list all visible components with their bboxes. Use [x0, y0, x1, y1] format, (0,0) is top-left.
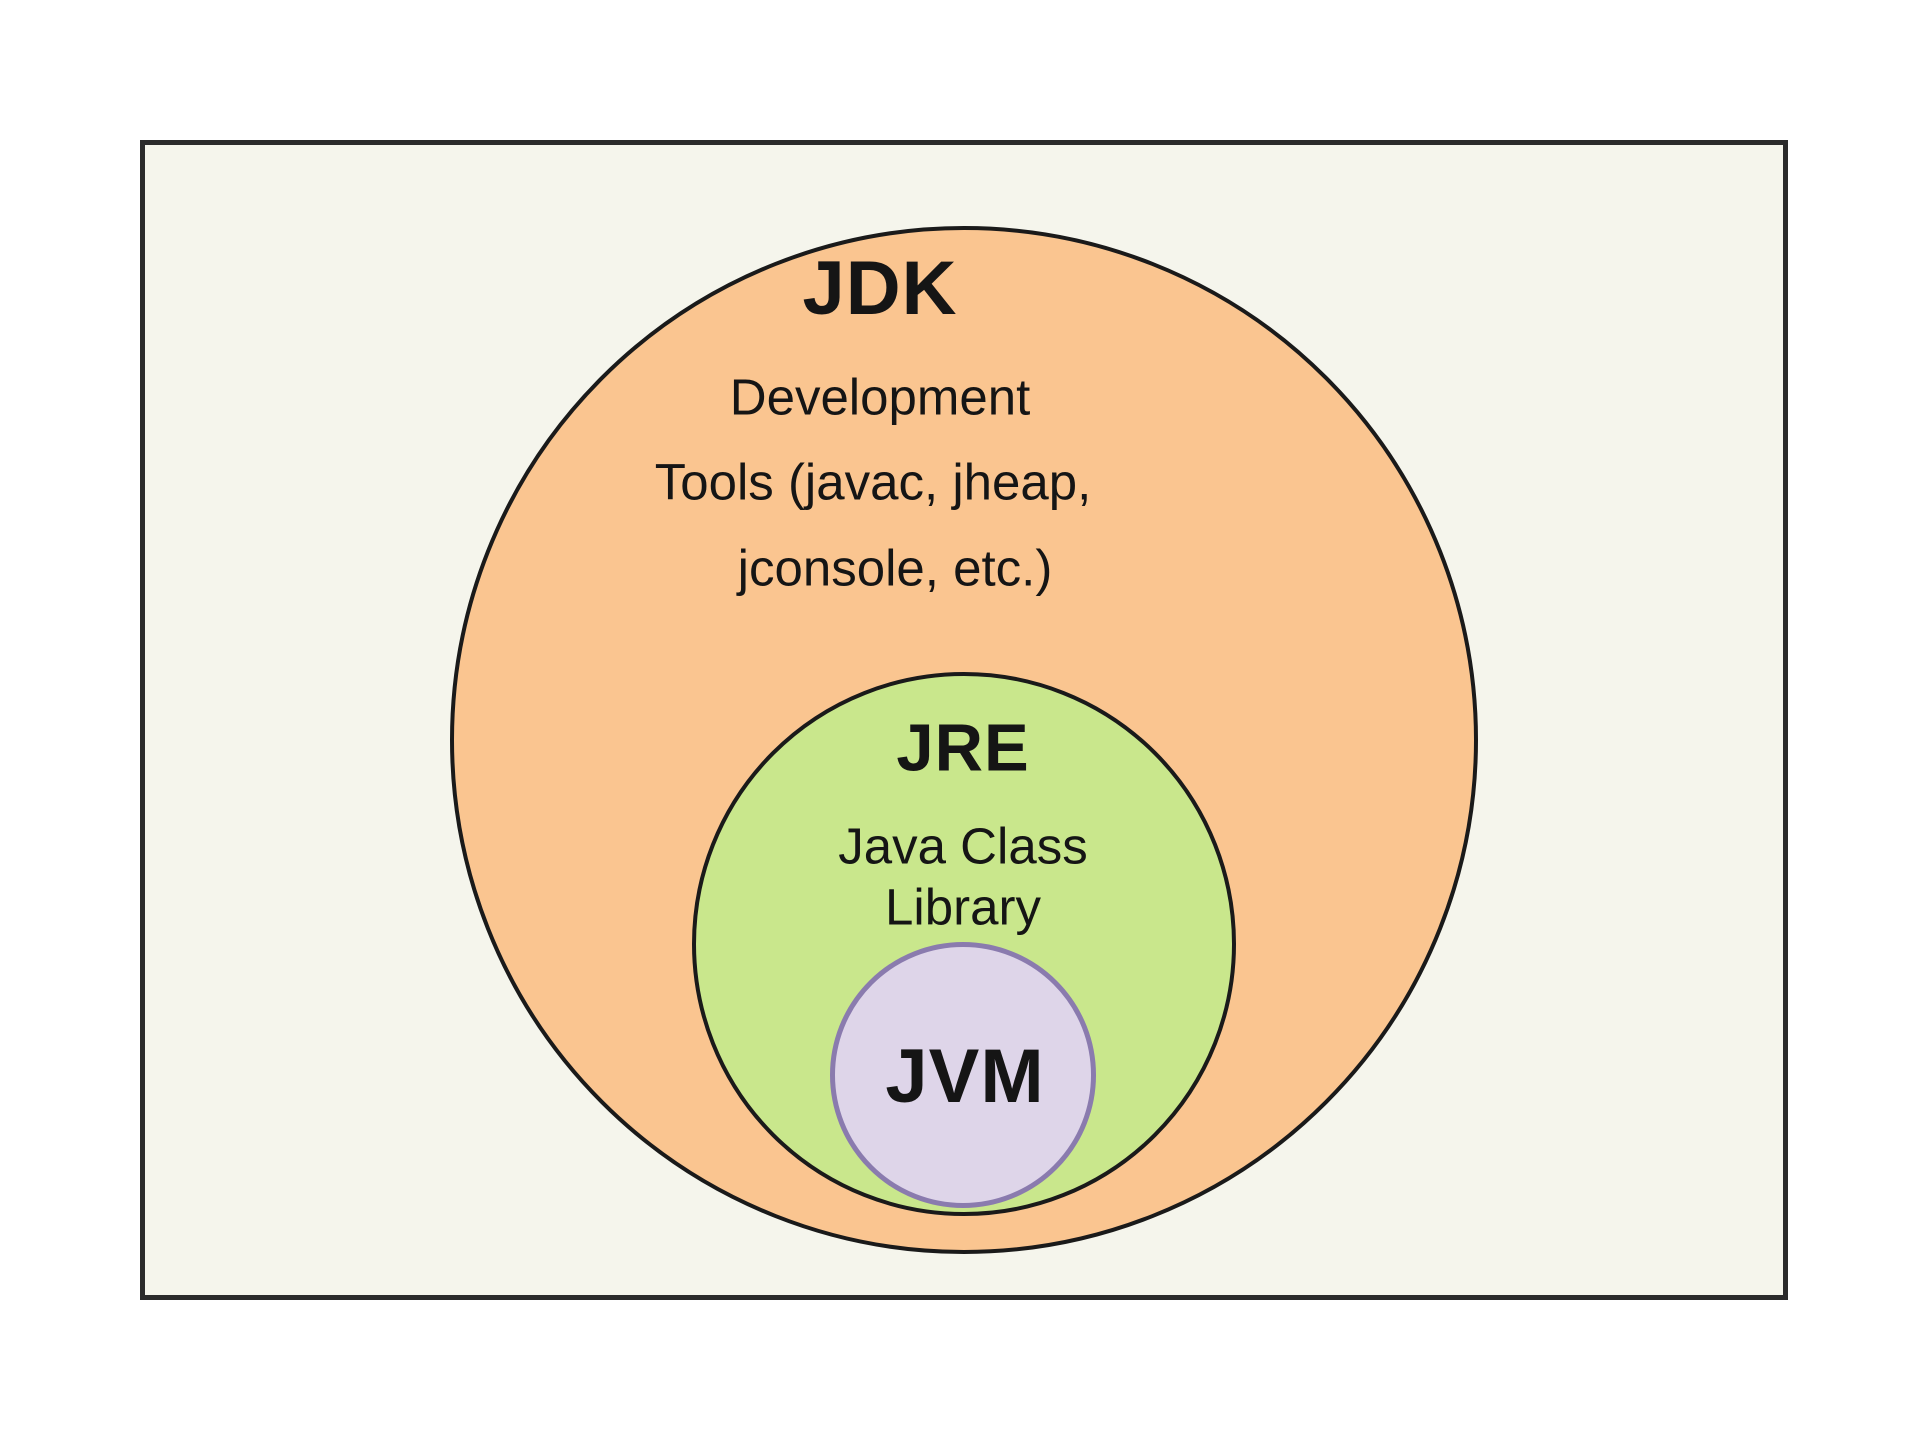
jvm-circle: [830, 942, 1096, 1208]
jdk-description-line: Tools (javac, jheap,: [654, 453, 1092, 511]
jdk-description-line: Development: [729, 368, 1031, 426]
jdk-label: JDK: [802, 246, 958, 331]
jre-description-line: Library: [885, 878, 1041, 936]
jdk-description-line: jconsole, etc.): [737, 539, 1053, 597]
jre-label: JRE: [896, 710, 1030, 786]
diagram-frame: JDK Development Tools (javac, jheap, jco…: [140, 140, 1788, 1300]
jvm-label: JVM: [885, 1034, 1045, 1119]
jre-description-line: Java Class: [838, 817, 1088, 875]
